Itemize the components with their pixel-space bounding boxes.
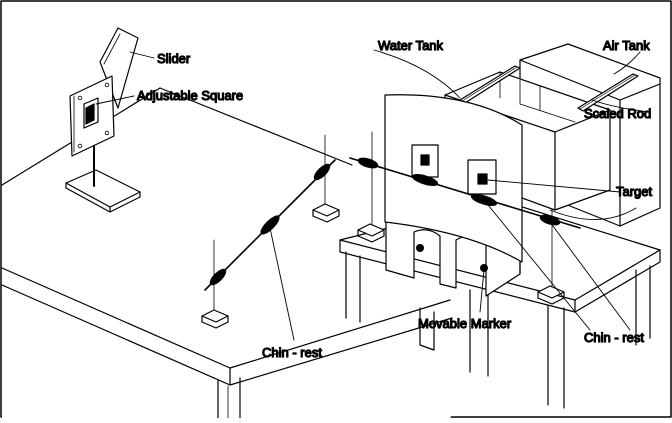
scaled-rods (459, 65, 639, 112)
label-adjustable-square: Adjustable Square (137, 88, 243, 103)
label-chin-rest-left: Chin - rest (262, 345, 322, 360)
label-air-tank: Air Tank (603, 38, 650, 53)
label-target: Target (616, 184, 653, 199)
movable-marker-left (416, 244, 424, 252)
label-movable-marker: Movable Marker (418, 316, 512, 331)
leader-lines (95, 49, 651, 341)
chin-rest-left (201, 134, 340, 329)
front-panel (384, 94, 523, 263)
main-table (1, 87, 560, 419)
target-square-left (420, 154, 430, 166)
target-square-right (477, 173, 488, 185)
adjustable-square-marker (85, 103, 95, 125)
label-chin-rest-right: Chin - rest (584, 330, 644, 345)
label-scaled-rod: Scaled Rod (584, 106, 651, 121)
slider-assembly (65, 27, 141, 213)
movable-marker-right (480, 264, 488, 272)
label-water-tank: Water Tank (378, 38, 444, 53)
label-slider: Slider (157, 51, 191, 66)
